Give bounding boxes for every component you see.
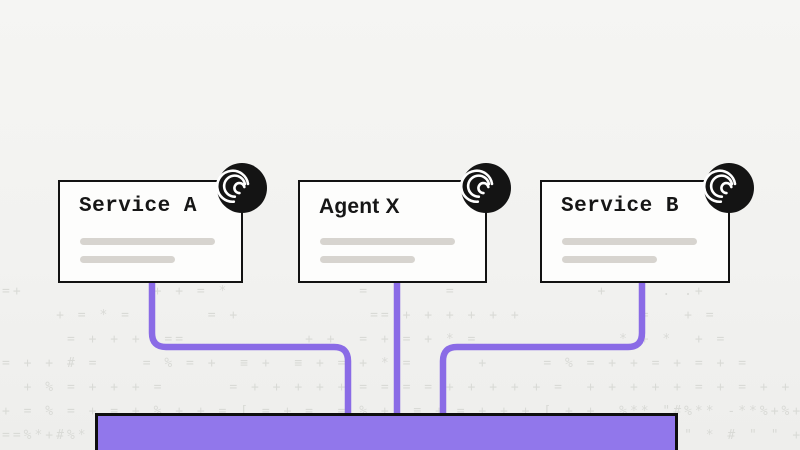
card-title: Service A	[79, 195, 197, 218]
fingerprint-logo-icon	[703, 163, 754, 213]
card-title: Agent X	[319, 195, 400, 218]
placeholder-line-2	[320, 256, 415, 263]
background-ascii-pattern: =+ + + = * = = + . .+ + = * = = + == + +…	[2, 284, 800, 443]
card-service-a: Service A	[58, 163, 267, 283]
placeholder-line-1	[562, 238, 697, 245]
connector-service-a	[148, 281, 352, 416]
placeholder-line-1	[320, 238, 455, 245]
card-agent-x: Agent X	[298, 163, 511, 283]
placeholder-line-2	[562, 256, 657, 263]
card-service-b: Service B	[540, 163, 754, 283]
fingerprint-logo-icon	[216, 163, 267, 213]
placeholder-line-1	[80, 238, 215, 245]
card-title: Service B	[561, 195, 679, 218]
bus-bar	[95, 413, 678, 450]
connector-service-b	[439, 281, 646, 416]
placeholder-line-2	[80, 256, 175, 263]
fingerprint-logo-icon	[460, 163, 511, 213]
